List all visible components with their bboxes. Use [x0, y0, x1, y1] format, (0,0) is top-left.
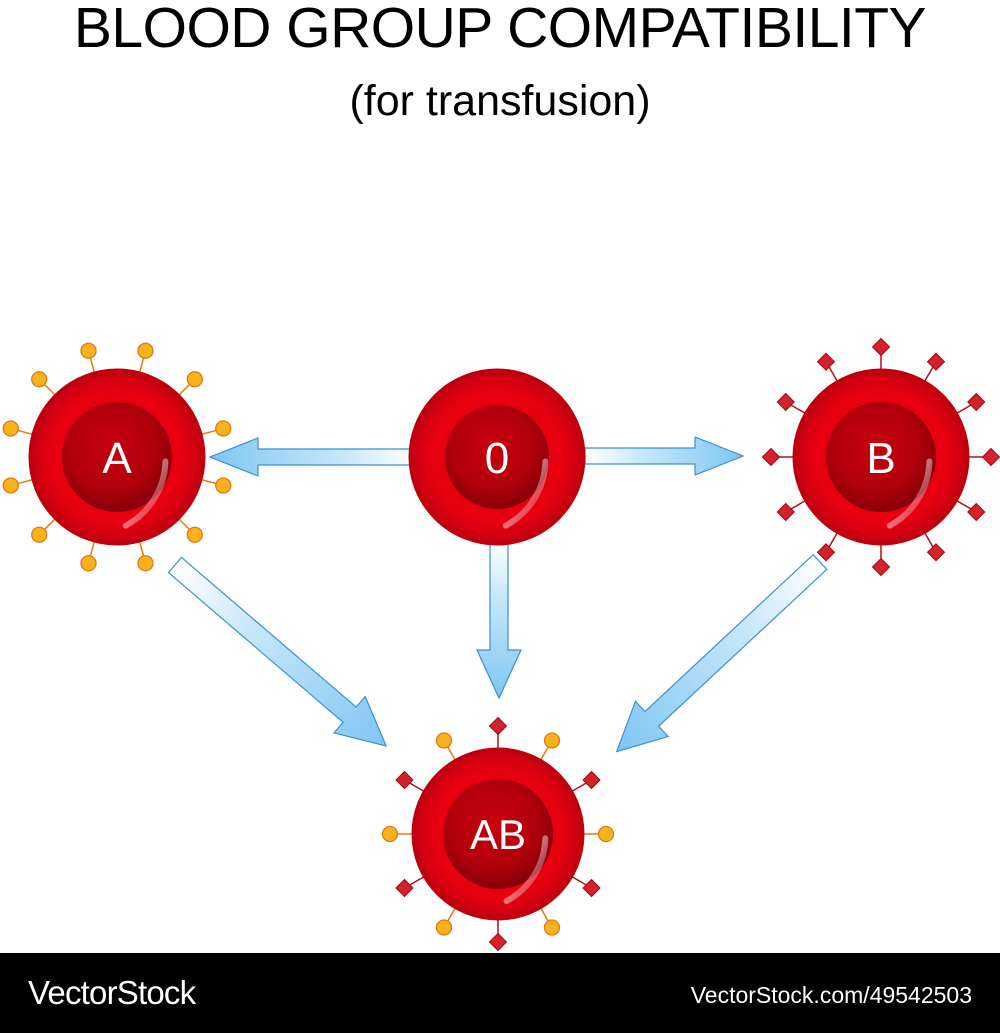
antigen-a-icon [2, 477, 19, 494]
antigen-b-icon [967, 392, 986, 412]
blood-cell-ab: AB [381, 716, 615, 952]
antigen-b-icon [871, 557, 891, 577]
antigen-a-icon [381, 825, 399, 843]
antigen-b-icon [488, 932, 508, 952]
cell-label-ab: AB [470, 811, 526, 858]
page-subtitle: (for transfusion) [349, 77, 651, 125]
antigen-a-icon [31, 371, 48, 388]
antigen-b-icon [395, 770, 414, 790]
antigen-a-icon [186, 371, 203, 388]
antigen-a-icon [597, 825, 615, 843]
cell-label-o: 0 [485, 434, 509, 483]
blood-cell-o: 0 [408, 368, 586, 546]
arrow-a-to-ab [167, 556, 388, 747]
page-title: BLOOD GROUP COMPATIBILITY [73, 0, 927, 60]
antigen-b-icon [967, 502, 986, 522]
antigen-a-icon [215, 420, 232, 437]
antigen-b-icon [582, 878, 601, 898]
antigen-b-icon [582, 770, 601, 790]
antigen-a-icon [80, 342, 97, 359]
arrow-0-to-ab [476, 539, 522, 700]
antigen-a-icon [137, 342, 154, 359]
antigen-b-icon [776, 502, 795, 522]
antigen-b-icon [816, 352, 836, 371]
antigen-b-icon [395, 878, 414, 898]
blood-cell-a: A [2, 342, 232, 572]
antigen-a-icon [543, 919, 561, 936]
antigen-b-icon [871, 337, 891, 357]
antigen-a-icon [2, 420, 19, 437]
antigen-b-icon [761, 447, 781, 467]
antigen-a-icon [215, 477, 232, 494]
footer-bar: VectorStock VectorStock.com/49542503 [0, 953, 1000, 1033]
blood-cell-b: B [761, 337, 1000, 577]
antigen-a-icon [137, 555, 154, 572]
antigen-b-icon [776, 392, 795, 412]
cell-label-a: A [102, 434, 132, 483]
antigen-b-icon [816, 543, 836, 562]
arrow-0-to-a [208, 437, 419, 477]
antigen-b-icon [926, 352, 946, 371]
antigen-b-icon [488, 716, 508, 736]
antigen-a-icon [543, 732, 561, 749]
cell-label-b: B [866, 434, 895, 483]
arrow-0-to-b [584, 436, 745, 476]
antigen-a-icon [80, 555, 97, 572]
antigen-a-icon [186, 526, 203, 543]
antigen-a-icon [435, 919, 453, 936]
image-id: VectorStock.com/49542503 [690, 982, 972, 1008]
antigen-b-icon [981, 447, 1000, 467]
arrow-b-to-ab [615, 553, 828, 753]
antigen-a-icon [435, 732, 453, 749]
arrows-layer [167, 436, 828, 753]
antigen-b-icon [926, 543, 946, 562]
brand-logo: VectorStock [28, 974, 196, 1011]
antigen-a-icon [31, 526, 48, 543]
